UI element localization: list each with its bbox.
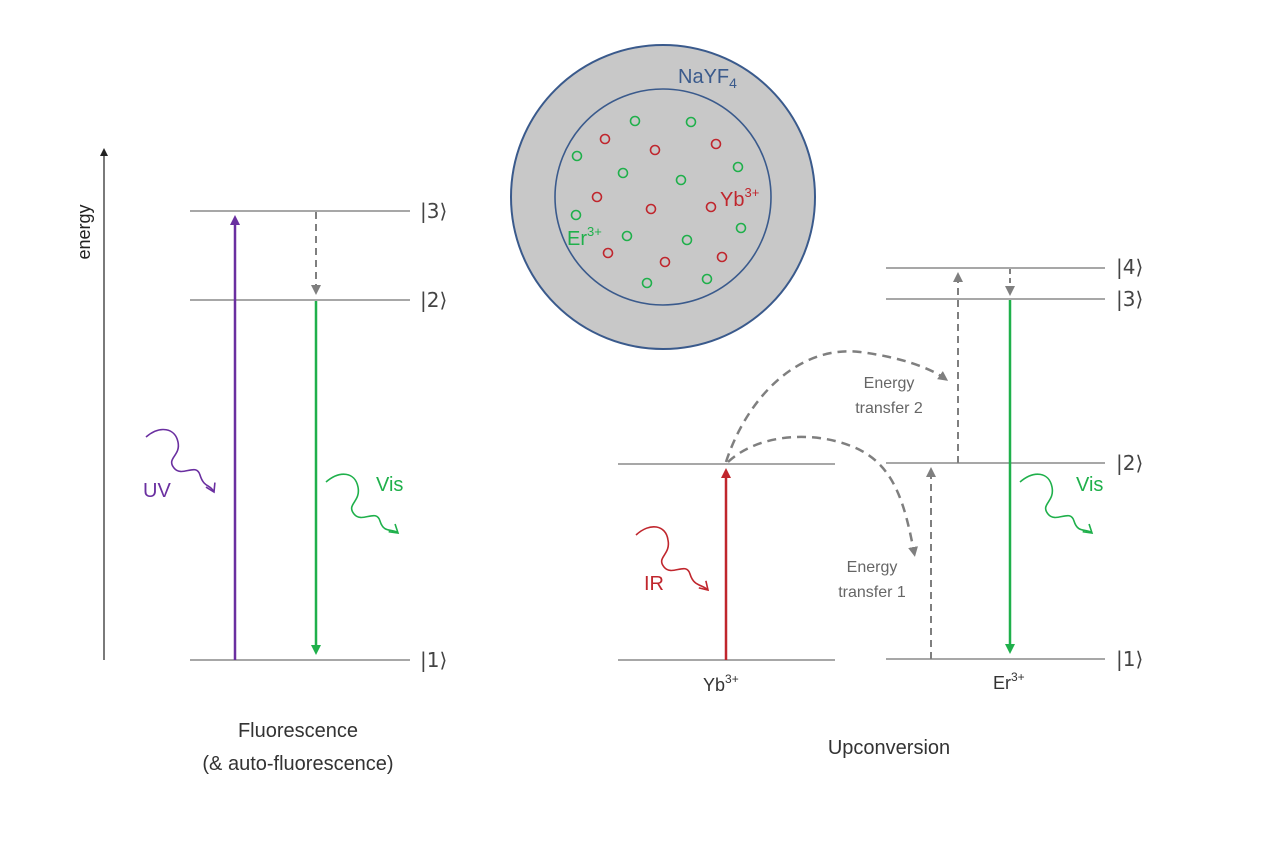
- yb-dopant-label: Yb3+: [720, 185, 759, 211]
- er-dopant-label: Er3+: [567, 224, 602, 250]
- shell-label: NaYF4: [678, 66, 737, 91]
- uv-photon-wiggle: [145, 428, 216, 494]
- fluor-ket-3: |3⟩: [420, 199, 447, 223]
- energy-transfer-2-label-2: transfer 2: [855, 400, 923, 417]
- er-ket-2: |2⟩: [1116, 451, 1143, 475]
- fluor-caption-line2: (& auto-fluorescence): [202, 753, 393, 775]
- uv-label: UV: [143, 480, 171, 502]
- fluor-caption-line1: Fluorescence: [238, 720, 358, 742]
- er-dopant-dots: [570, 115, 747, 289]
- fluor-ket-2: |2⟩: [420, 288, 447, 312]
- energy-transfer-2-curve: [724, 350, 949, 463]
- energy-transfer-1-label-1: Energy: [847, 559, 898, 576]
- er-ket-4: |4⟩: [1116, 255, 1143, 279]
- vis-label-right: Vis: [1076, 474, 1103, 496]
- energy-transfer-1-label-2: transfer 1: [838, 584, 906, 601]
- er-ket-1: |1⟩: [1116, 647, 1143, 671]
- vis-photon-wiggle-right: [1019, 473, 1094, 534]
- energy-transfer-1-curve: [727, 435, 918, 557]
- vis-label-left: Vis: [376, 474, 403, 496]
- nanoparticle-core: [554, 88, 772, 306]
- er-ion-label: Er3+: [993, 670, 1025, 693]
- ir-photon-wiggle: [635, 526, 710, 592]
- energy-transfer-2-label-1: Energy: [864, 375, 915, 392]
- yb-ion-label: Yb3+: [703, 672, 739, 695]
- fluor-ket-1: |1⟩: [420, 648, 447, 672]
- upconversion-caption: Upconversion: [828, 737, 950, 759]
- vis-photon-wiggle-left: [325, 473, 400, 534]
- ir-label: IR: [644, 573, 664, 595]
- energy-axis-label: energy: [74, 204, 94, 259]
- er-ket-3: |3⟩: [1116, 287, 1143, 311]
- yb-dopant-dots: [591, 133, 728, 268]
